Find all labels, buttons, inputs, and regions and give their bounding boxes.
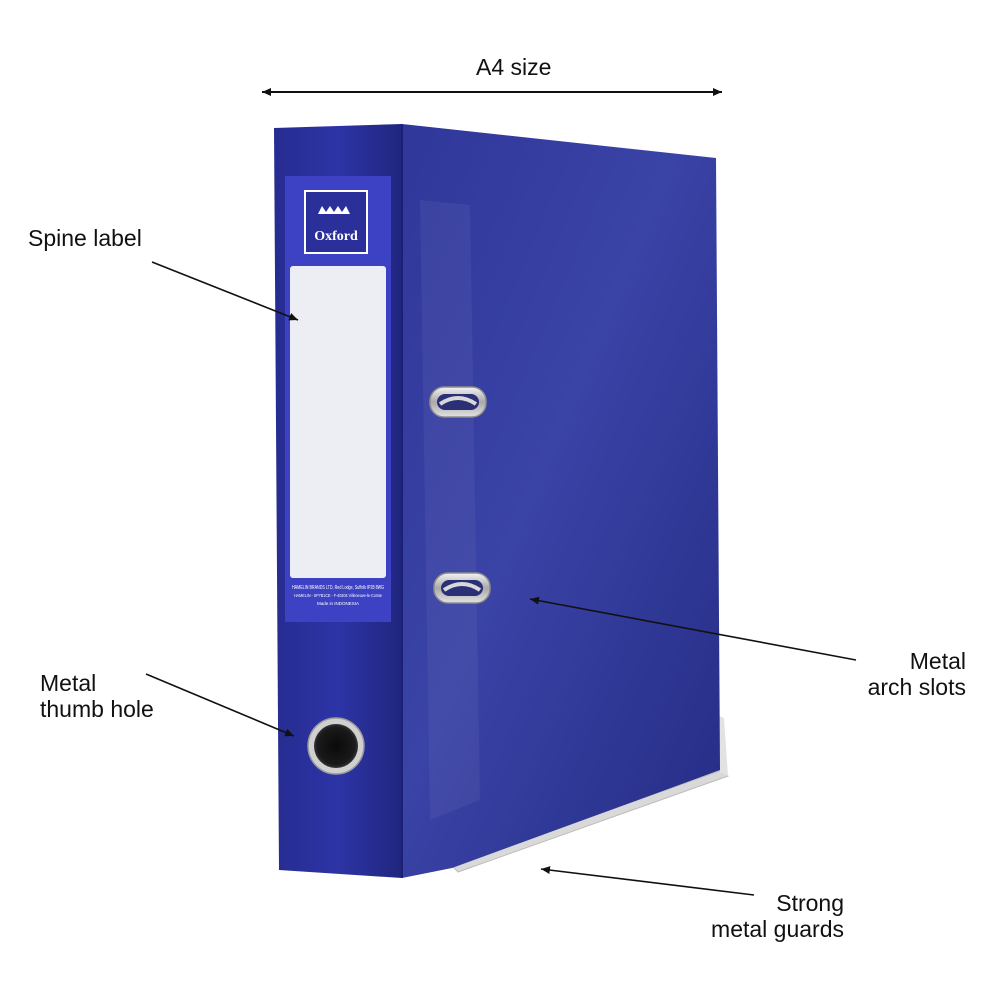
brand-logo-box: [304, 190, 368, 254]
thumb-hole-caption-line2: thumb hole: [40, 696, 154, 722]
thumb-hole-arrow: [145, 673, 295, 737]
spine-label: [290, 266, 386, 578]
arch-slots-caption-line1: Metal: [909, 648, 966, 674]
brand-logo-text: Oxford: [314, 229, 358, 244]
arch-slot-top: [429, 386, 487, 418]
arch-slots-caption-line2: arch slots: [867, 674, 966, 700]
spine-label-arrow: [151, 261, 299, 321]
arch-slot-bottom: [433, 572, 491, 604]
metal-guards-arrow: [540, 866, 755, 896]
thumb-hole-caption: Metal thumb hole: [40, 670, 154, 722]
arch-slots-arrow: [529, 596, 857, 661]
arch-slots-caption: Metal arch slots: [868, 648, 966, 700]
cover-gloss: [420, 200, 480, 820]
thumb-hole-caption-line1: Metal: [40, 670, 97, 696]
metal-guards-caption-line2: metal guards: [711, 916, 844, 942]
lion-crest-icon: [318, 206, 350, 214]
annotation-arrows: [145, 88, 857, 896]
spine-info-line2: HAMELIN - SP7B1CE - F-40204 Villeneuve-l…: [294, 593, 382, 598]
spine-info-line3: Made in INDONESIA: [317, 601, 359, 606]
metal-guards-caption-line1: Strong: [776, 890, 844, 916]
binder-cover: [402, 124, 720, 878]
spine-info-line1: HAMELIN BRANDS LTD, Red Lodge, Suffolk I…: [292, 585, 384, 591]
a4-size-label: A4 size: [476, 54, 552, 80]
thumb-hole: [314, 724, 358, 768]
metal-guards-caption: Strong metal guards: [711, 890, 844, 942]
binder: Oxford HAMELIN BRANDS LTD, Red Lodge, Su…: [274, 124, 729, 878]
spine-label-caption: Spine label: [28, 225, 142, 251]
